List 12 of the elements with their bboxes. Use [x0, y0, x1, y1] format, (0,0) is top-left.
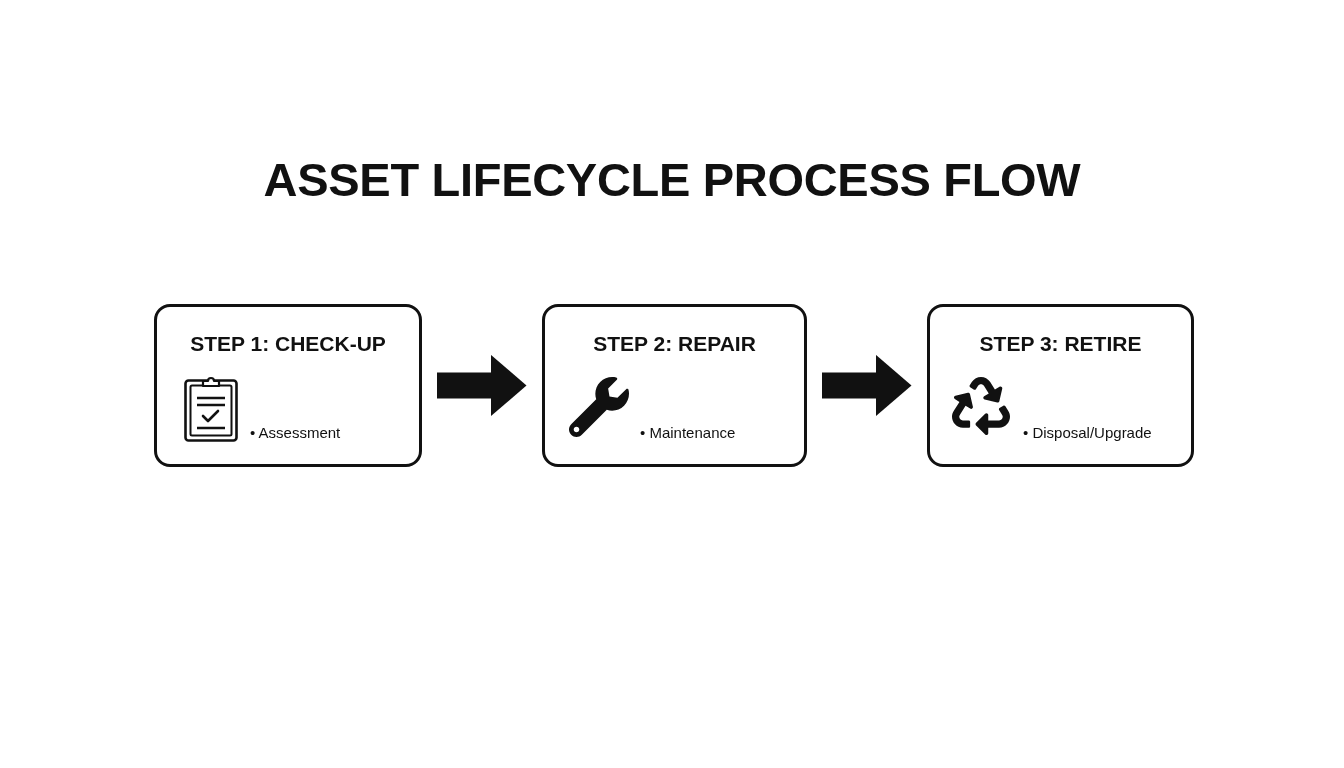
step-heading: STEP 3: RETIRE	[979, 331, 1142, 357]
step-box	[927, 304, 1194, 467]
step-heading: STEP 2: REPAIR	[593, 331, 756, 357]
step-heading: STEP 1: CHECK-UP	[190, 331, 386, 357]
arrow	[822, 354, 912, 417]
bullet-text: • Maintenance	[640, 424, 736, 442]
step-box	[542, 304, 807, 467]
step-box	[154, 304, 422, 467]
bullet-text: • Assessment	[250, 424, 341, 442]
bullet-text: • Disposal/Upgrade	[1023, 424, 1152, 442]
title: ASSET LIFECYCLE PROCESS FLOW	[263, 152, 1081, 208]
arrow	[437, 354, 527, 417]
